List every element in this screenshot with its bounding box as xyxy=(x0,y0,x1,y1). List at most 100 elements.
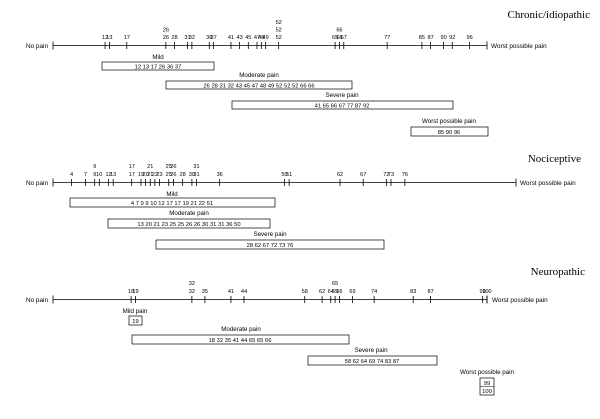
tick-value-label: 31 xyxy=(193,164,199,170)
group-label-moderate: Moderate pain xyxy=(169,210,209,217)
group-box-mild xyxy=(69,197,276,208)
tick-value-label: 18 xyxy=(128,289,134,295)
tick-value-label: 17 xyxy=(129,172,135,178)
group-label-mild: Mild xyxy=(166,191,178,198)
tick-value-label: 41 xyxy=(228,35,234,41)
tick-value-label: 26 xyxy=(170,172,176,178)
tick-value-label: 66 xyxy=(336,28,342,34)
tick-value-label: 90 xyxy=(440,35,446,41)
tick-value-label: 64 xyxy=(328,289,334,295)
tick-value-label: 17 xyxy=(129,164,135,170)
tick-value-label: 83 xyxy=(410,289,416,295)
group-label-severe: Severe pain xyxy=(325,92,359,99)
group-box-mild xyxy=(128,315,143,326)
panel-chronic-idiopathic: Chronic/idiopathic No pain Worst possibl… xyxy=(26,9,591,137)
panel-title: Nociceptive xyxy=(528,153,581,165)
tick-value-label: 12 xyxy=(105,172,111,178)
group-values-mild: 12 13 17 26 36 37 xyxy=(135,65,182,71)
group-label-mild: Mild pain xyxy=(123,308,148,315)
group-values-mild: 4 7 9 9 10 12 17 17 19 21 22 51 xyxy=(131,201,213,207)
tick-value-label: 25 xyxy=(166,164,172,170)
tick-value-label: 28 xyxy=(180,172,186,178)
group-values-severe: 28 62 67 72 73 76 xyxy=(247,243,294,249)
tick-value-label: 62 xyxy=(337,172,343,178)
tick-value-label: 31 xyxy=(193,172,199,178)
group-values-severe: 41 65 66 67 77 87 92 xyxy=(315,104,370,110)
group-values-mild: 19 xyxy=(132,319,138,325)
tick-value-label: 13 xyxy=(106,35,112,41)
tick-value-label: 28 xyxy=(171,35,177,41)
tick-value-label: 32 xyxy=(189,35,195,41)
group-box-severe xyxy=(307,355,438,366)
tick-value-label: 52 xyxy=(276,28,282,34)
tick-value-label: 65 xyxy=(332,281,338,287)
tick-value-label: 19 xyxy=(138,172,144,178)
tick-value-label: 92 xyxy=(449,35,455,41)
tick-value-label: 49 xyxy=(263,35,269,41)
worst-pain-label: Worst possible pain xyxy=(491,43,547,50)
tick-value-label: 67 xyxy=(360,172,366,178)
tick-value-label: 87 xyxy=(427,289,433,295)
worst-pain-label: Worst possible pain xyxy=(492,297,548,304)
group-box-worst xyxy=(410,126,489,137)
group-label-severe: Severe pain xyxy=(354,347,388,354)
tick-value-label: 73 xyxy=(388,172,394,178)
group-box-moderate xyxy=(165,80,353,90)
panel-nociceptive: Nociceptive No pain Worst possible pain … xyxy=(26,153,581,250)
tick-value-label: 35 xyxy=(202,289,208,295)
tick-value-label: 45 xyxy=(245,35,251,41)
no-pain-label: No pain xyxy=(26,297,48,304)
tick-value-label: 26 xyxy=(170,164,176,170)
panel-neuropathic: Neuropathic No pain Worst possible pain … xyxy=(26,266,585,396)
tick-value-label: 36 xyxy=(217,172,223,178)
tick-value-label: 9 xyxy=(93,164,96,170)
tick-value-label: 36 xyxy=(206,35,212,41)
group-box-moderate xyxy=(131,334,350,345)
tick-value-label: 25 xyxy=(166,172,172,178)
group-box-severe xyxy=(231,100,454,110)
group-box-mild xyxy=(101,61,215,71)
tick-value-label: 10 xyxy=(96,172,102,178)
tick-value-label: 65 xyxy=(332,289,338,295)
panel-title: Chronic/idiopathic xyxy=(508,9,591,21)
tick-value-label: 21 xyxy=(147,172,153,178)
tick-value-label: 32 xyxy=(189,289,195,295)
tick-value-label: 17 xyxy=(124,35,130,41)
tick-value-label: 69 xyxy=(349,289,355,295)
tick-value-label: 30 xyxy=(189,172,195,178)
tick-value-label: 74 xyxy=(371,289,377,295)
tick-value-label: 23 xyxy=(156,172,162,178)
panel-title: Neuropathic xyxy=(531,266,585,278)
tick-value-label: 47 xyxy=(254,35,260,41)
tick-value-label: 31 xyxy=(184,35,190,41)
tick-value-label: 77 xyxy=(384,35,390,41)
group-values-moderate: 18 32 35 41 44 65 65 66 xyxy=(209,338,272,344)
tick-value-label: 13 xyxy=(110,172,116,178)
tick-value-label: 19 xyxy=(132,289,138,295)
tick-value-label: 65 xyxy=(332,35,338,41)
group-values-moderate: 26 28 31 32 43 45 47 48 49 52 52 52 66 6… xyxy=(203,84,314,90)
tick-value-label: 87 xyxy=(427,35,433,41)
tick-value-label: 7 xyxy=(84,172,87,178)
group-box-severe xyxy=(155,239,385,250)
tick-value-label: 44 xyxy=(241,289,247,295)
tick-value-label: 66 xyxy=(336,35,342,41)
tick-value-label: 51 xyxy=(286,172,292,178)
tick-value-label: 26 xyxy=(163,35,169,41)
worst-pain-label: Worst possible pain xyxy=(520,180,576,187)
tick-value-label: 43 xyxy=(237,35,243,41)
group-label-moderate: Moderate pain xyxy=(221,326,261,333)
tick-value-label: 12 xyxy=(102,35,108,41)
tick-value-label: 76 xyxy=(402,172,408,178)
tick-value-label: 20 xyxy=(142,172,148,178)
tick-value-label: 100 xyxy=(482,289,491,295)
group-values-worst-top: 99 xyxy=(484,381,490,387)
tick-value-label: 26 xyxy=(163,28,169,34)
tick-value-label: 72 xyxy=(383,172,389,178)
tick-value-label: 9 xyxy=(93,172,96,178)
tick-value-label: 21 xyxy=(147,164,153,170)
